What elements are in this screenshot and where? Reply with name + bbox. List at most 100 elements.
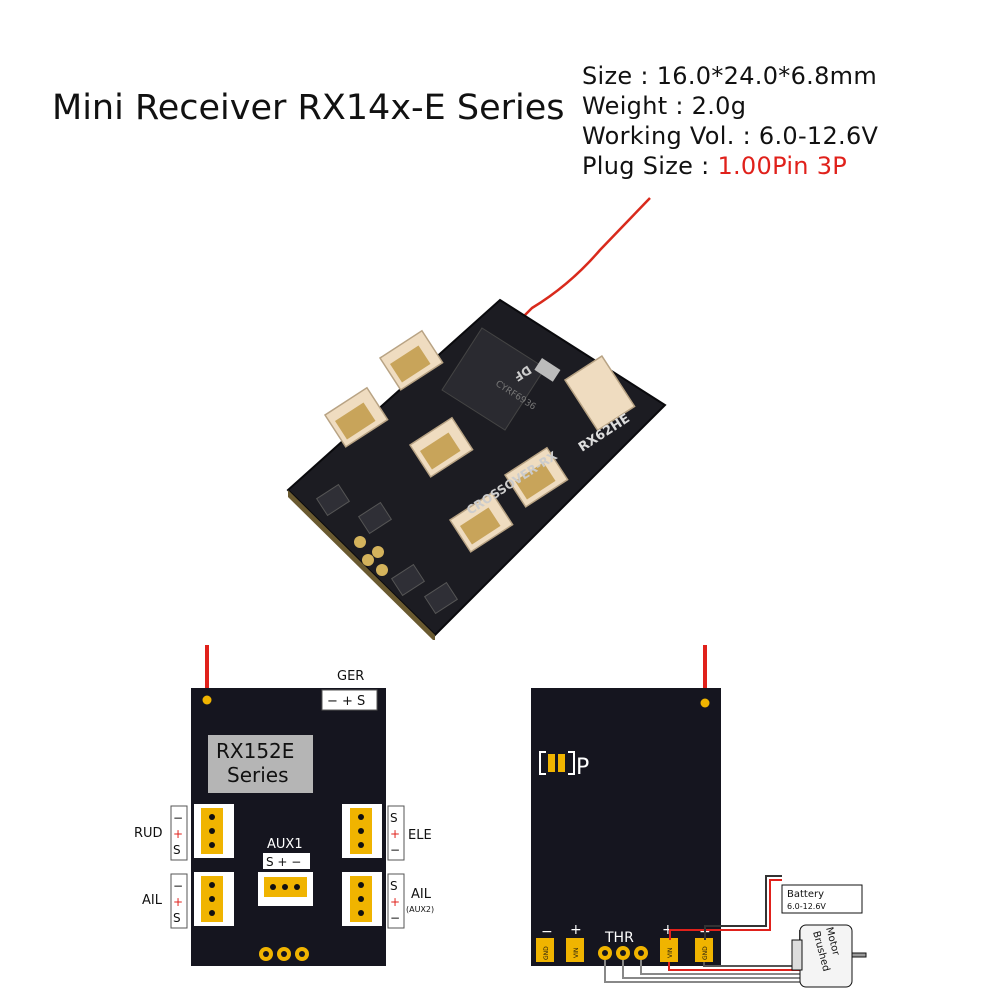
aux1-pins: S + −: [266, 855, 301, 869]
pad-gnd-right-text: GND: [702, 946, 709, 960]
ele-pin-minus: −: [390, 843, 400, 857]
antenna-wire: [509, 197, 651, 331]
pad-2: [372, 546, 384, 558]
pad-gnd-left-text: GND: [543, 946, 550, 960]
ail2-pin-strip: [387, 873, 405, 929]
receiver-photo: CYRF6936 RX62HE CROSSOVER-RX DF: [286, 197, 667, 640]
pad-gnd-right: [695, 938, 713, 962]
front-bottom-pad-hole: [263, 951, 269, 957]
pad-gnd-left: [536, 938, 554, 962]
ail2-pin-s: S: [390, 879, 398, 893]
spec-voltage: Working Vol. : 6.0-12.6V: [582, 122, 879, 150]
board-label-box: [208, 735, 313, 793]
connector-5-pins: [460, 507, 501, 545]
ail2-label: AIL: [411, 887, 432, 902]
rud-header-pin: [209, 814, 215, 820]
back-diagram: P − + + − THR GND VIN VIN GND Battery 6.…: [531, 645, 867, 988]
wire-thr-3: [640, 960, 810, 975]
front-bottom-pad-hole: [281, 951, 287, 957]
bind-label: P: [576, 755, 589, 780]
ele-label: ELE: [408, 828, 432, 843]
rud-pin-plus: +: [173, 827, 183, 841]
mosfet-3: [390, 563, 426, 597]
front-bottom-pad-hole: [299, 951, 305, 957]
ger-label: GER: [337, 669, 364, 684]
ele-header-pin: [358, 828, 364, 834]
ail2-header-pin: [358, 882, 364, 888]
pad-3: [362, 554, 374, 566]
ail-pin-plus: +: [173, 895, 183, 909]
wire-battery-plus: [669, 879, 782, 940]
connector-2-pins: [335, 402, 376, 440]
aux1-pin-strip: [263, 853, 310, 869]
ail-header-pin: [209, 882, 215, 888]
ail-header-pin: [209, 910, 215, 916]
ail2-pin-plus: +: [390, 895, 400, 909]
rud-header-pin: [209, 828, 215, 834]
mosfet-4: [423, 581, 459, 615]
spec-plug-value: 1.00Pin 3P: [717, 152, 848, 180]
thr-pad-hole: [638, 950, 644, 956]
battery-label: Battery: [787, 889, 824, 900]
spec-plug: Plug Size : 1.00Pin 3P: [582, 152, 847, 180]
ail-header-pin: [209, 896, 215, 902]
thr-pad-hole: [602, 950, 608, 956]
crystal: [534, 358, 561, 382]
bind-pad-2: [558, 754, 565, 772]
thr-pad-hole: [620, 950, 626, 956]
board-label-line2: Series: [227, 763, 289, 787]
ele-header-pin: [358, 814, 364, 820]
board-label-line1: RX152E: [216, 739, 294, 763]
front-antenna-pad: [202, 695, 212, 705]
connector-ger: [563, 354, 636, 432]
motor-endcap: [791, 939, 803, 971]
pad-sign-2: +: [570, 922, 582, 938]
bind-pad-1: [548, 754, 555, 772]
rud-pin-s: S: [173, 843, 181, 857]
bind-bracket-left: [539, 751, 546, 775]
rud-label: RUD: [134, 826, 163, 841]
pad-sign-1: −: [541, 924, 553, 940]
mosfet-1: [315, 483, 351, 517]
pad-vin-left-text: VIN: [573, 948, 580, 958]
ail-pin-minus: −: [173, 879, 183, 893]
ail-pin-s: S: [173, 911, 181, 925]
rud-pin-minus: −: [173, 811, 183, 825]
ele-header-pin: [358, 842, 364, 848]
wire-thr-1: [604, 960, 810, 983]
aux1-header-pin: [282, 884, 288, 890]
wire-thr-2: [622, 960, 810, 979]
battery-range: 6.0-12.6V: [787, 902, 826, 911]
page-title: Mini Receiver RX14x-E Series: [52, 88, 565, 128]
back-board: [531, 688, 721, 966]
pad-sign-3: +: [662, 922, 674, 938]
spec-weight: Weight : 2.0g: [582, 92, 747, 120]
motor-shaft: [851, 952, 867, 958]
ail2-header-pin: [358, 910, 364, 916]
ger-connector: [321, 689, 378, 711]
ail2-header-pin: [358, 896, 364, 902]
rud-pin-strip: [170, 805, 188, 861]
ger-pins: − + S: [327, 694, 365, 709]
spec-plug-label: Plug Size :: [582, 152, 718, 180]
spec-size: Size : 16.0*24.0*6.8mm: [582, 62, 878, 90]
aux1-header-pin: [270, 884, 276, 890]
connector-3-pins: [420, 432, 461, 470]
front-diagram: GER − + S RX152E Series RUD − + S AIL − …: [134, 645, 434, 966]
ail-pin-strip: [170, 873, 188, 929]
bind-bracket-right: [568, 751, 575, 775]
thr-label: THR: [604, 930, 634, 946]
brushed-motor: Brushed Motor: [791, 924, 867, 988]
pad-vin-right-text: VIN: [667, 948, 674, 958]
mcu-chip: [441, 327, 546, 431]
mosfet-2: [357, 501, 393, 535]
connector-1-pins: [390, 345, 431, 383]
pcb-edge: [288, 490, 435, 640]
wire-battery-minus: [704, 875, 782, 940]
connector-4-pins: [515, 462, 556, 500]
ele-pin-strip: [387, 805, 405, 861]
ele-pin-plus: +: [390, 827, 400, 841]
back-antenna-pad: [700, 698, 710, 708]
rud-header-pin: [209, 842, 215, 848]
pad-vin-right: [660, 938, 678, 962]
